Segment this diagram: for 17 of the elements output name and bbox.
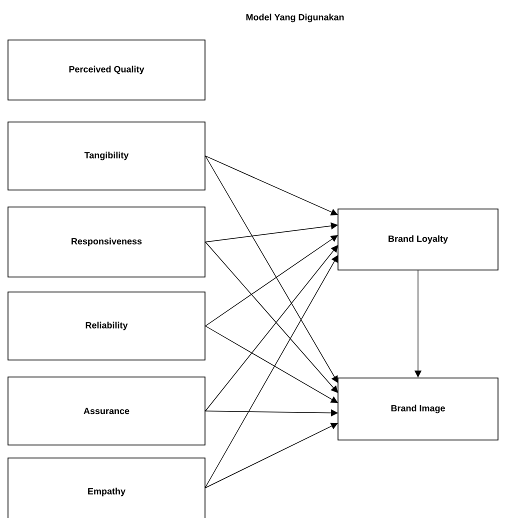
arrow bbox=[205, 326, 338, 403]
arrow bbox=[205, 156, 338, 216]
concept-box: Empathy bbox=[8, 458, 206, 518]
arrow bbox=[205, 235, 338, 326]
arrow bbox=[205, 222, 338, 242]
concept-box: Perceived Quality bbox=[8, 40, 206, 100]
arrow bbox=[204, 422, 338, 488]
concept-box: Reliability bbox=[8, 292, 206, 360]
arrow bbox=[205, 409, 338, 416]
concept-box: Tangibility bbox=[8, 122, 206, 190]
concept-box: Responsiveness bbox=[8, 206, 206, 278]
concept-box: Brand Image bbox=[338, 378, 498, 440]
title: Model Yang Digunakan bbox=[246, 14, 344, 22]
concept-box: Brand Loyalty bbox=[338, 208, 498, 270]
arrow bbox=[205, 156, 338, 383]
concept-box: Assurance bbox=[8, 376, 206, 446]
arrow bbox=[204, 255, 338, 488]
